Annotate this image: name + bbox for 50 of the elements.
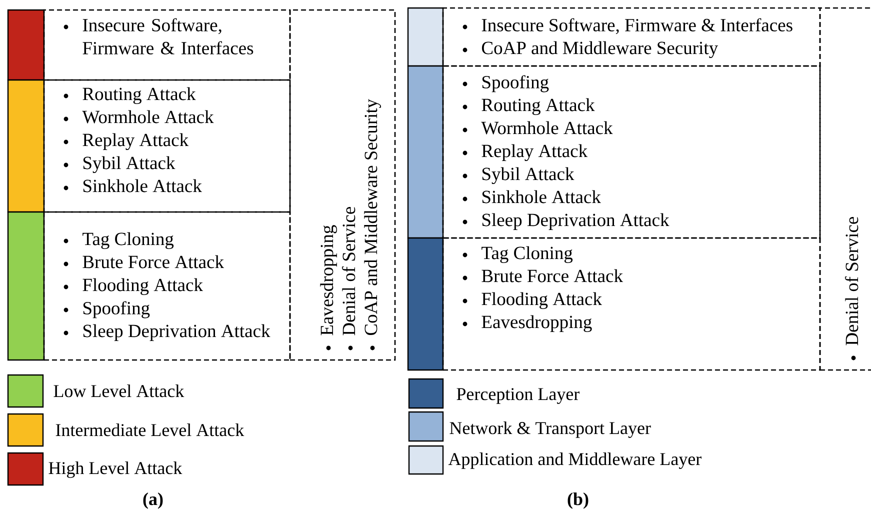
attack-box bbox=[289, 9, 396, 361]
attack-box bbox=[442, 237, 821, 371]
list-item: Wormhole Attack bbox=[462, 121, 613, 134]
list-item: Sinkhole Attack bbox=[64, 179, 202, 192]
list-item: Flooding Attack bbox=[462, 292, 602, 310]
list-item: Eavesdropping bbox=[320, 225, 337, 350]
attack-box bbox=[442, 65, 821, 239]
list-item: Routing Attack bbox=[64, 87, 196, 104]
attack-box bbox=[43, 79, 291, 213]
panel-caption: (b) bbox=[568, 492, 588, 509]
legend-label: Application and Middleware Layer bbox=[448, 452, 702, 469]
list-item: Replay Attack bbox=[462, 144, 588, 162]
attack-box bbox=[442, 7, 821, 67]
list-item: Wormhole Attack bbox=[64, 110, 214, 124]
level-bar bbox=[407, 65, 444, 239]
list-item: Insecure Software, Firmware & Interfaces bbox=[462, 18, 792, 34]
list-item: Eavesdropping bbox=[462, 315, 592, 332]
list-item: Sybil Attack bbox=[462, 167, 574, 184]
attack-box bbox=[43, 211, 291, 361]
list-item: Insecure Software, Firmware & Interfaces bbox=[64, 18, 254, 54]
list-item: Sybil Attack bbox=[64, 156, 176, 174]
list-item: Brute Force Attack bbox=[462, 269, 623, 282]
list-item: Denial of Service bbox=[342, 206, 356, 350]
attack-box bbox=[819, 7, 871, 371]
legend-label: Perception Layer bbox=[456, 388, 580, 404]
list-item: Brute Force Attack bbox=[64, 255, 224, 268]
attack-box bbox=[43, 9, 291, 81]
level-bar bbox=[7, 9, 45, 81]
level-bar bbox=[7, 79, 45, 213]
list-item: Sinkhole Attack bbox=[462, 190, 601, 204]
level-bar bbox=[407, 7, 444, 67]
list-item: Replay Attack bbox=[64, 133, 189, 150]
list-item: Flooding Attack bbox=[64, 278, 203, 296]
legend-label: Network & Transport Layer bbox=[450, 422, 651, 438]
level-bar bbox=[407, 237, 444, 371]
list-item: Tag Cloning bbox=[462, 246, 573, 264]
list-item: Spoofing bbox=[64, 301, 150, 318]
list-item: CoAP and Middleware Security bbox=[462, 41, 718, 58]
list-item: Sleep Deprivation Attack bbox=[64, 324, 270, 341]
legend-label: Low Level Attack bbox=[54, 384, 184, 398]
list-item: Spoofing bbox=[462, 75, 549, 92]
legend-label: High Level Attack bbox=[48, 462, 182, 478]
legend-label: Intermediate Level Attack bbox=[56, 424, 244, 436]
list-item: Denial of Service bbox=[844, 216, 858, 360]
panel-caption: (a) bbox=[143, 492, 163, 509]
list-item: Tag Cloning bbox=[64, 232, 174, 250]
level-bar bbox=[7, 211, 45, 361]
list-item: Routing Attack bbox=[462, 98, 595, 116]
list-item: Sleep Deprivation Attack bbox=[462, 213, 670, 230]
list-item: CoAP and Middleware Security bbox=[364, 99, 381, 350]
